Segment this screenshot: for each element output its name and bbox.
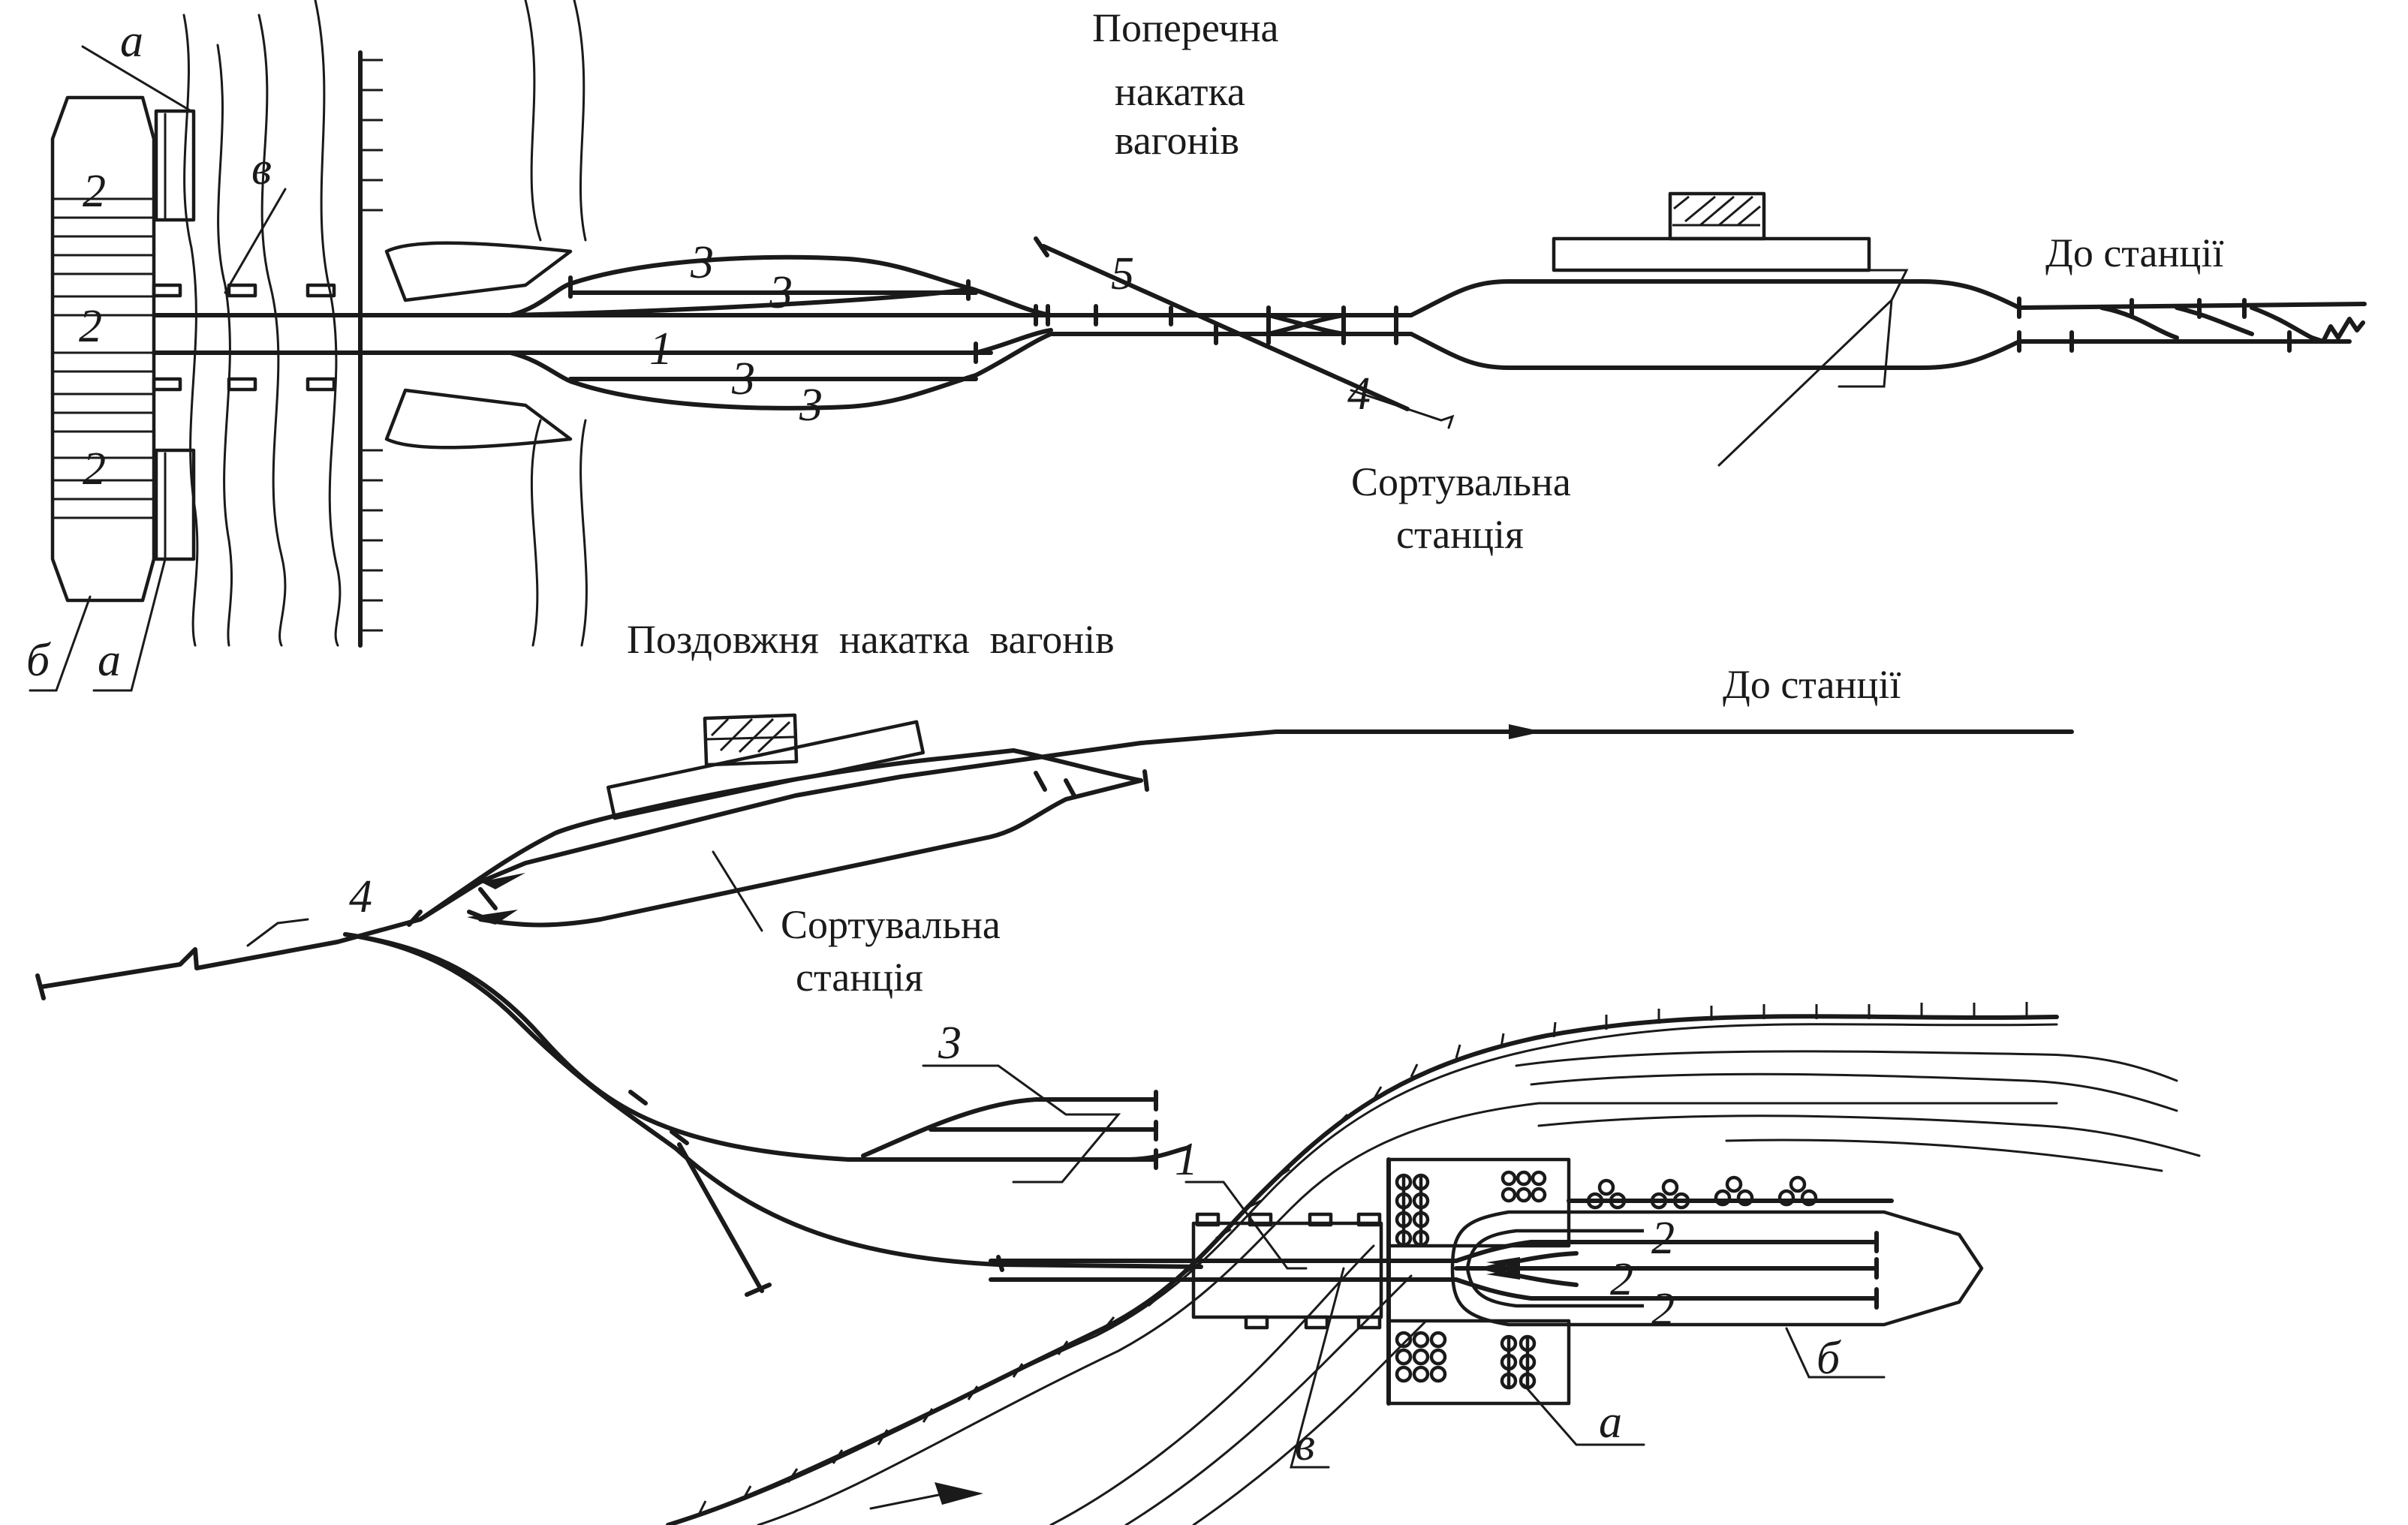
callout-bottom-b: б [1817, 1333, 1841, 1384]
top-track-group-3-lower [508, 328, 1053, 411]
callout-top-3-a: 3 [690, 237, 714, 288]
callout-bottom-4: 4 [349, 871, 372, 922]
sorting-station-label-top-2: станція [1396, 512, 1524, 557]
callout-numbers: а а б в 2 2 2 1 3 3 3 3 4 5 4 3 1 2 2 2 … [26, 16, 1841, 1470]
callout-bottom-a: а [1599, 1397, 1622, 1448]
callout-top-b: б [26, 635, 51, 686]
callout-top-1: 1 [649, 323, 673, 374]
callout-top-3-b: 3 [769, 267, 793, 318]
to-station-label-bottom: До станції [1723, 662, 1901, 707]
captions: Поперечна накатка вагонів До станції Сор… [627, 5, 2223, 1000]
top-pier-upper [154, 109, 196, 222]
wagon-markers [1395, 1170, 1818, 1390]
callout-top-2-lower: 2 [83, 444, 106, 495]
callout-top-2-upper: 2 [83, 166, 106, 217]
bottom-embankment [666, 1002, 2059, 1525]
callout-bottom-2-middle: 2 [1610, 1254, 1633, 1305]
top-track-group-3-upper [508, 254, 1053, 317]
top-crossovers [1034, 236, 1455, 429]
top-shore-contours [182, 0, 588, 647]
to-station-label-top: До станції [2045, 230, 2223, 275]
callout-top-a-lower: а [98, 635, 121, 686]
sorting-station-label-bottom-2: станція [796, 955, 923, 1000]
longitudinal-title: Поздовжня накатка вагонів [627, 617, 1115, 662]
callout-bottom-1: 1 [1175, 1134, 1198, 1185]
bottom-pier-structure [989, 1157, 1894, 1406]
transverse-title-line-1: Поперечна [1092, 5, 1279, 50]
bottom-ferry-hull [1450, 1210, 1984, 1327]
top-sorting-yard [1409, 191, 2367, 467]
callout-top-5: 5 [1111, 248, 1134, 299]
callout-bottom-2-lower: 2 [1651, 1284, 1675, 1335]
transverse-title-line-3: вагонів [1115, 118, 1239, 163]
bottom-main-line [39, 729, 2074, 989]
longitudinal-loading-scheme [35, 713, 2201, 1525]
transverse-loading-scheme [29, 0, 2367, 692]
callout-bottom-v: в [1295, 1419, 1315, 1470]
callout-top-2-middle: 2 [79, 301, 102, 352]
callout-bottom-2-upper: 2 [1651, 1213, 1675, 1264]
callout-top-3-d: 3 [799, 380, 823, 431]
bottom-sorting-yard [407, 713, 1149, 932]
top-pier-lower [154, 448, 196, 561]
top-embankment [358, 50, 573, 648]
callout-top-a-upper: а [120, 16, 143, 67]
bottom-shore-contours [667, 1023, 2201, 1525]
callout-top-4: 4 [1347, 368, 1371, 420]
sorting-station-label-bottom-1: Сортувальна [781, 902, 1001, 947]
top-ferry-hull [50, 95, 156, 603]
callout-top-v: в [251, 143, 272, 194]
top-approach-bridge [152, 283, 513, 392]
callout-top-3-c: 3 [731, 353, 755, 405]
top-leaders [29, 45, 287, 692]
sorting-station-label-top-1: Сортувальна [1351, 459, 1571, 504]
bottom-leaders [246, 918, 1886, 1469]
transverse-title-line-2: накатка [1115, 69, 1245, 114]
callout-bottom-3: 3 [938, 1018, 962, 1069]
bottom-track-group-3 [861, 1090, 1158, 1170]
